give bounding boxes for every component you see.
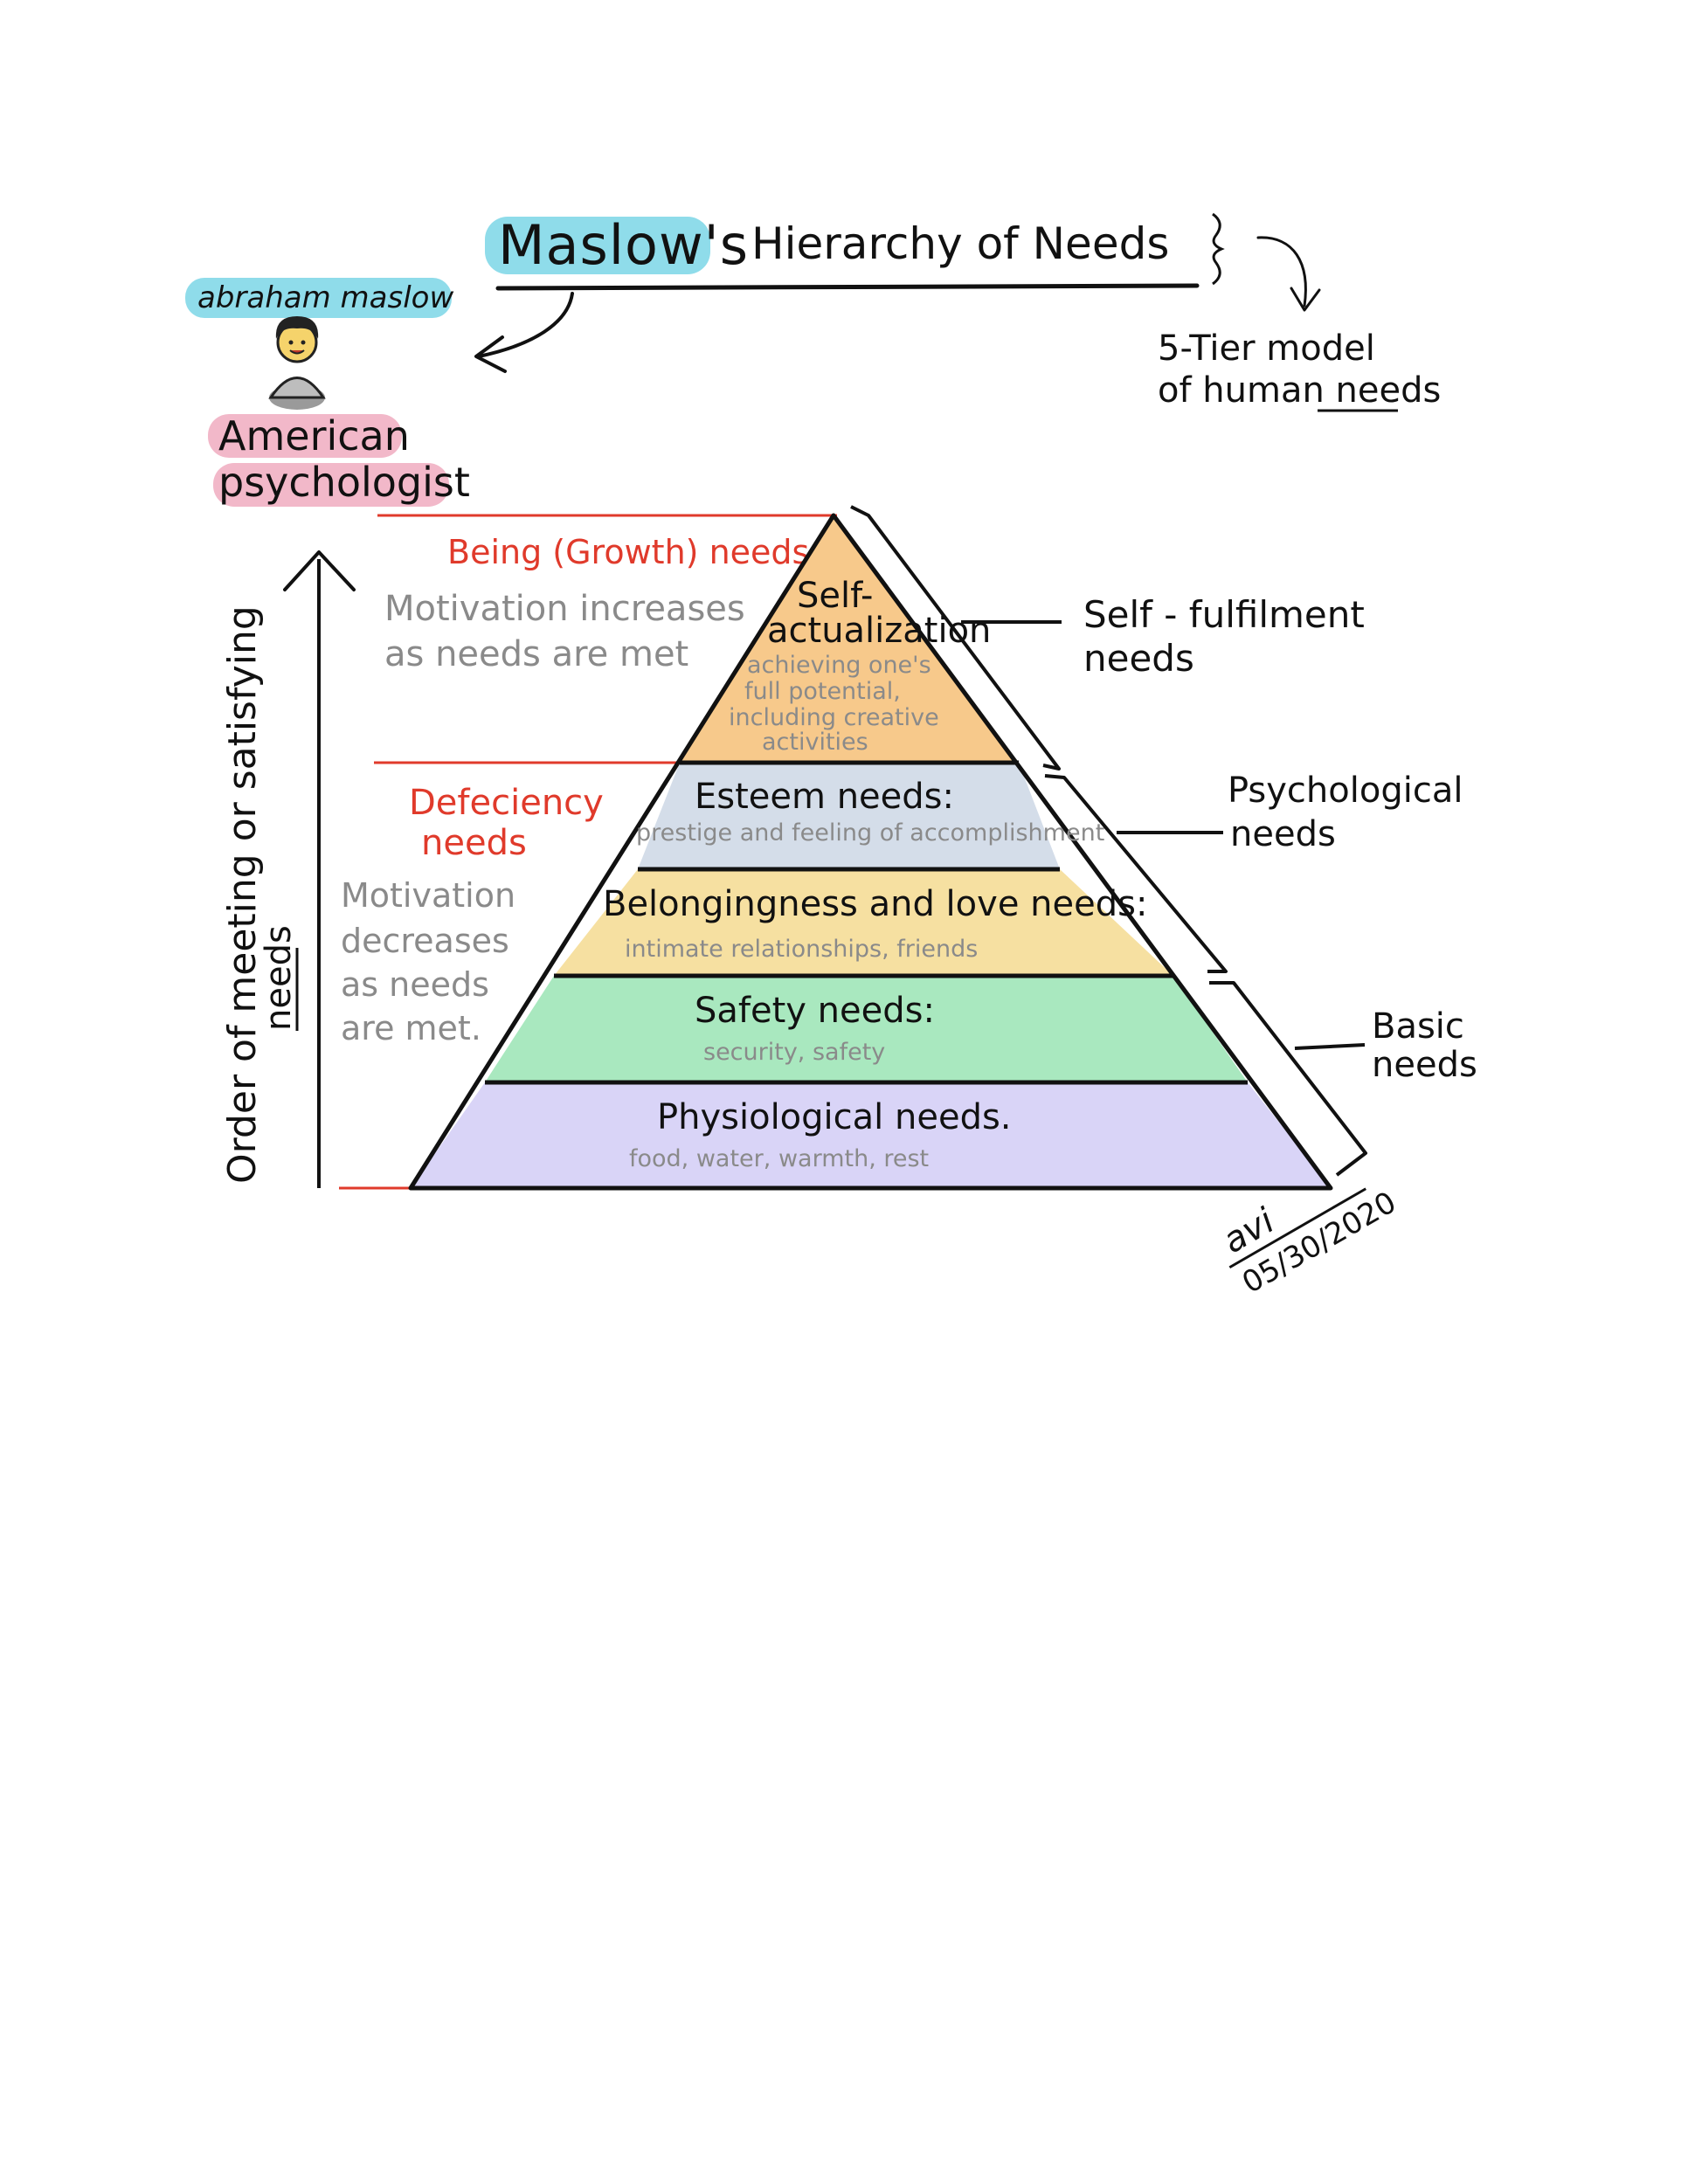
group-psychological-line2: needs [1230,814,1336,854]
tier-2-label: Esteem needs: [695,777,954,817]
group-basic-line2: needs [1372,1045,1477,1085]
author-role-line2: psychologist [218,459,470,506]
title-underline [495,283,1200,291]
tier-esteem [638,763,1060,869]
tier-self-actualization [680,515,1019,763]
tier-1-desc-line3: including creative [729,704,939,731]
axis-label: Order of meeting or satisfying [220,605,265,1184]
deficiency-heading-line2: needs [421,823,527,863]
deficiency-heading-line1: Defeciency [409,783,604,823]
arrow-to-note [1256,236,1307,308]
being-needs-heading: Being (Growth) needs [447,533,809,571]
group-self-fulfilment-line2: needs [1083,637,1194,680]
bracket-self-fulfilment [850,505,1061,771]
tier-safety [485,976,1248,1082]
title-highlight-text: Maslow's [498,213,749,277]
signature-underline [1228,1187,1366,1269]
connector-basic [1294,1043,1366,1050]
tier-1-desc-line2: full potential, [744,678,901,705]
arrow-to-author-head [474,335,507,373]
tier-5-desc: food, water, warmth, rest [629,1145,929,1172]
note-line2: of human needs [1158,370,1441,411]
author-role-highlight-1 [208,414,402,458]
title-brace [1212,212,1225,286]
title-highlight [485,217,710,274]
group-basic-line1: Basic [1372,1006,1464,1047]
title-text: Hierarchy of Needs [751,218,1169,269]
tier-belongingness [554,869,1173,976]
tier-4-label: Safety needs: [695,991,935,1031]
axis-label-needs: needs [259,925,299,1031]
group-brackets [850,505,1367,1177]
tier-3-label: Belongingness and love needs: [603,884,1147,924]
being-needs-line2: as needs are met [384,634,688,674]
deficiency-line2: decreases [341,922,509,960]
deficiency-line1: Motivation [341,876,515,915]
axis-arrowhead [283,550,356,591]
tier-1-label-line2: actualization [767,611,991,651]
title-group: Maslow's Hierarchy of Needs [485,212,1225,291]
author-role-highlight-2 [213,463,449,507]
group-psychological-line1: Psychological [1228,771,1463,811]
tier-4-desc: security, safety [703,1039,885,1066]
avatar [268,316,326,410]
bracket-psychological [1044,774,1228,973]
note-line1: 5-Tier model [1158,328,1375,369]
deficiency-line4: are met. [341,1009,481,1047]
axis-group: Order of meeting or satisfying needs [220,550,356,1188]
author-role-line1: American [218,412,410,460]
being-needs-line1: Motivation increases [384,589,745,629]
deficiency-line3: as needs [341,965,489,1004]
arrow-to-note-head [1290,287,1321,312]
tier-2-desc: prestige and feeling of accomplishment [636,819,1104,847]
bracket-basic [1209,981,1367,1177]
tier-physiological [411,1082,1331,1188]
author-name: abraham maslow [197,280,453,315]
pyramid-outline [408,513,1333,1191]
pyramid: Self- actualization achieving one's full… [408,513,1333,1191]
author-group: abraham maslow American psychologist [185,278,470,507]
tier-1-desc-line1: achieving one's [747,652,931,679]
arrow-to-author [477,292,574,358]
group-self-fulfilment-line1: Self - fulfilment [1083,593,1365,636]
tier-1-label-line1: Self- [797,576,873,616]
tier-1-desc-line4: activities [762,729,868,756]
note-needs-underlined: needs [1336,370,1442,411]
tier-3-desc: intimate relationships, friends [625,936,978,963]
tier-5-label: Physiological needs. [657,1097,1012,1137]
author-name-highlight [185,278,452,318]
